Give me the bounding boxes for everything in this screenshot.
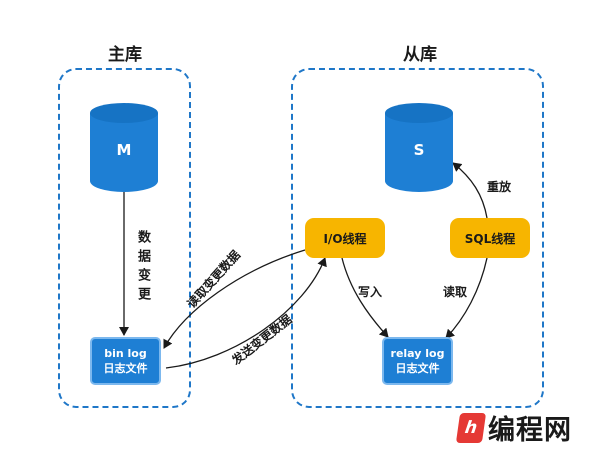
data-change-label: 数据变更 (135, 230, 150, 306)
master-database: M (90, 103, 158, 193)
arrow-send-changes (165, 257, 327, 369)
logo-text: 编程网 (488, 415, 572, 446)
database-icon (90, 103, 158, 192)
arrow-write (341, 257, 389, 338)
binlog-line1: bin log (104, 347, 147, 360)
read-label: 读取 (443, 285, 468, 299)
arrow-read-changes (163, 249, 306, 349)
master-title: 主库 (108, 45, 142, 65)
arrow-replay (452, 162, 488, 219)
binlog-box: bin log 日志文件 (90, 337, 161, 385)
relaylog-line1: relay log (390, 347, 445, 360)
slave-db-label: S (413, 141, 425, 159)
master-db-label: M (116, 141, 132, 159)
database-icon (385, 103, 453, 192)
replay-label: 重放 (487, 180, 512, 194)
slave-database: S (385, 103, 453, 193)
binlog-line2: 日志文件 (103, 362, 148, 375)
relaylog-box: relay log 日志文件 (382, 337, 453, 385)
relaylog-line2: 日志文件 (395, 362, 440, 375)
io-thread-box: I/O线程 (305, 218, 385, 258)
slave-title: 从库 (403, 45, 437, 65)
watermark-logo: h 编程网 (455, 408, 572, 447)
logo-mark: h (455, 412, 487, 443)
master-group (58, 68, 191, 408)
arrow-read (445, 257, 488, 339)
sql-thread-box: SQL线程 (450, 218, 530, 258)
write-label: 写入 (358, 285, 383, 299)
slave-group (291, 68, 544, 408)
